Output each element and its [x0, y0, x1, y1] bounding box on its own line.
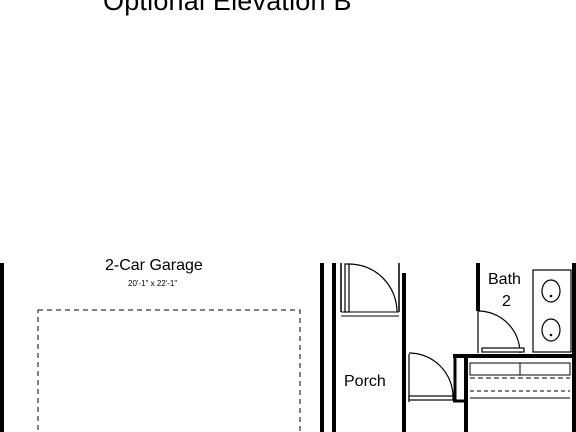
- sink-basin-lower: [541, 318, 561, 342]
- side-door-leaf: [408, 395, 454, 401]
- bath-label: Bath: [488, 271, 521, 288]
- sink-basin-upper: [541, 279, 561, 303]
- sink-drain-lower: [549, 333, 553, 337]
- entry-door-swing-arc: [348, 263, 398, 313]
- bath-door-leaf: [481, 347, 525, 353]
- sink-drain-upper: [549, 294, 553, 298]
- porch-label: Porch: [344, 373, 386, 390]
- bath-number: 2: [502, 293, 511, 310]
- garage-dimensions: 20'-1" x 22'-1": [128, 279, 178, 288]
- plan-title: Optional Elevation B: [103, 0, 352, 16]
- side-door-swing-arc: [408, 352, 454, 398]
- garage-label: 2-Car Garage: [105, 257, 203, 274]
- garage-parking-outline: [37, 309, 301, 432]
- entry-door-leaf: [344, 263, 350, 313]
- bath-door-swing-arc: [477, 310, 521, 354]
- vanity-counter: [532, 269, 572, 353]
